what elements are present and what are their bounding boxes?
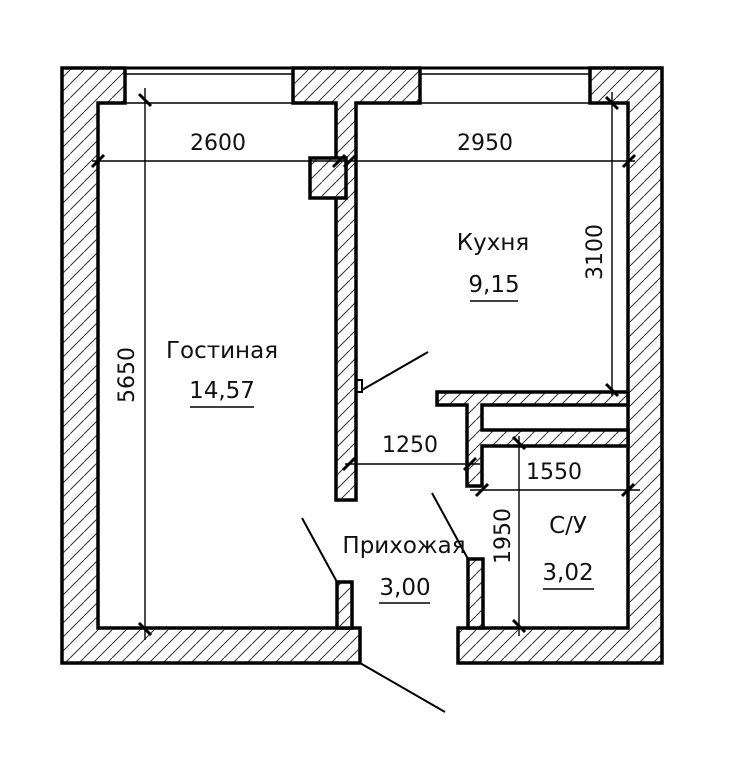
- room-bathroom-area: 3,02: [542, 560, 593, 586]
- dim-kitchen-width: 2950: [457, 131, 513, 156]
- room-kitchen[interactable]: Кухня 9,15: [457, 230, 529, 302]
- wall-stub-left: [335, 580, 354, 630]
- kitchen-door-jamb: [356, 379, 363, 393]
- room-living-name: Гостиная: [166, 338, 278, 364]
- outer-walls: [60, 66, 664, 665]
- wall-center-pier: [291, 66, 422, 502]
- door-bath[interactable]: [431, 492, 469, 560]
- door-kitchen[interactable]: [361, 351, 429, 391]
- room-hall-area: 3,00: [379, 575, 430, 601]
- wall-right-bottom: [456, 66, 664, 665]
- door-living[interactable]: [301, 517, 338, 583]
- dim-bath-width: 1550: [526, 460, 582, 485]
- room-bathroom[interactable]: С/У 3,02: [542, 513, 594, 590]
- dim-living-width: 2600: [190, 131, 246, 156]
- room-living[interactable]: Гостиная 14,57: [166, 338, 278, 408]
- dim-living-length: 5650: [115, 347, 140, 403]
- vent-shaft: [308, 156, 348, 200]
- dim-bath-length: 1950: [491, 508, 516, 564]
- doors: [301, 351, 469, 713]
- dim-hall-width: 1250: [382, 433, 438, 458]
- room-kitchen-name: Кухня: [457, 230, 529, 256]
- room-hall-name: Прихожая: [342, 533, 465, 559]
- window-living: [125, 66, 293, 104]
- wall-stub-right: [466, 557, 485, 630]
- wall-bath-partition: [435, 390, 630, 488]
- wall-left-bottom: [60, 66, 362, 665]
- window-kitchen: [420, 66, 590, 104]
- room-kitchen-area: 9,15: [468, 272, 519, 298]
- dim-kitchen-length: 3100: [583, 224, 608, 280]
- room-living-area: 14,57: [189, 378, 255, 404]
- room-bathroom-name: С/У: [549, 513, 587, 539]
- room-hall[interactable]: Прихожая 3,00: [342, 533, 466, 604]
- dimension-lines: [90, 88, 640, 640]
- door-entrance[interactable]: [359, 662, 446, 713]
